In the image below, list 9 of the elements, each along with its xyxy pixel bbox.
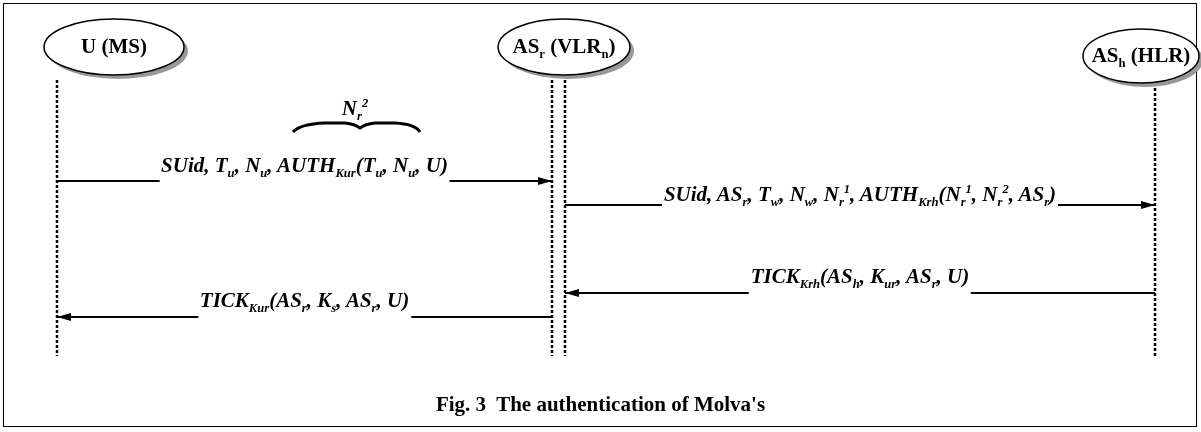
message-label: SUid, T$_{u}$, N$_{u}$, AUTH$_{Kur}$(T$_{u}$, N$_{u}$, U): [159, 154, 450, 185]
participant-name: AS$_{r}$ (VLR$_{n}$): [512, 34, 616, 63]
participant-name: U (MS): [81, 34, 147, 59]
message-label: TICK$_{Krh}$(AS$_{h}$, K$_{ur}$, AS$_{r}$, U): [748, 265, 972, 296]
participant-name: AS$_{h}$ (HLR): [1091, 43, 1191, 72]
participant-lifeline: [497, 18, 636, 356]
figure-caption: Fig. 3 The authentication of Molva's: [434, 392, 767, 417]
message-label: TICK$_{Kur}$(AS$_{r}$, K$_{s}$, AS$_{r}$, U): [197, 289, 412, 320]
participant-lifeline: [1082, 28, 1201, 356]
